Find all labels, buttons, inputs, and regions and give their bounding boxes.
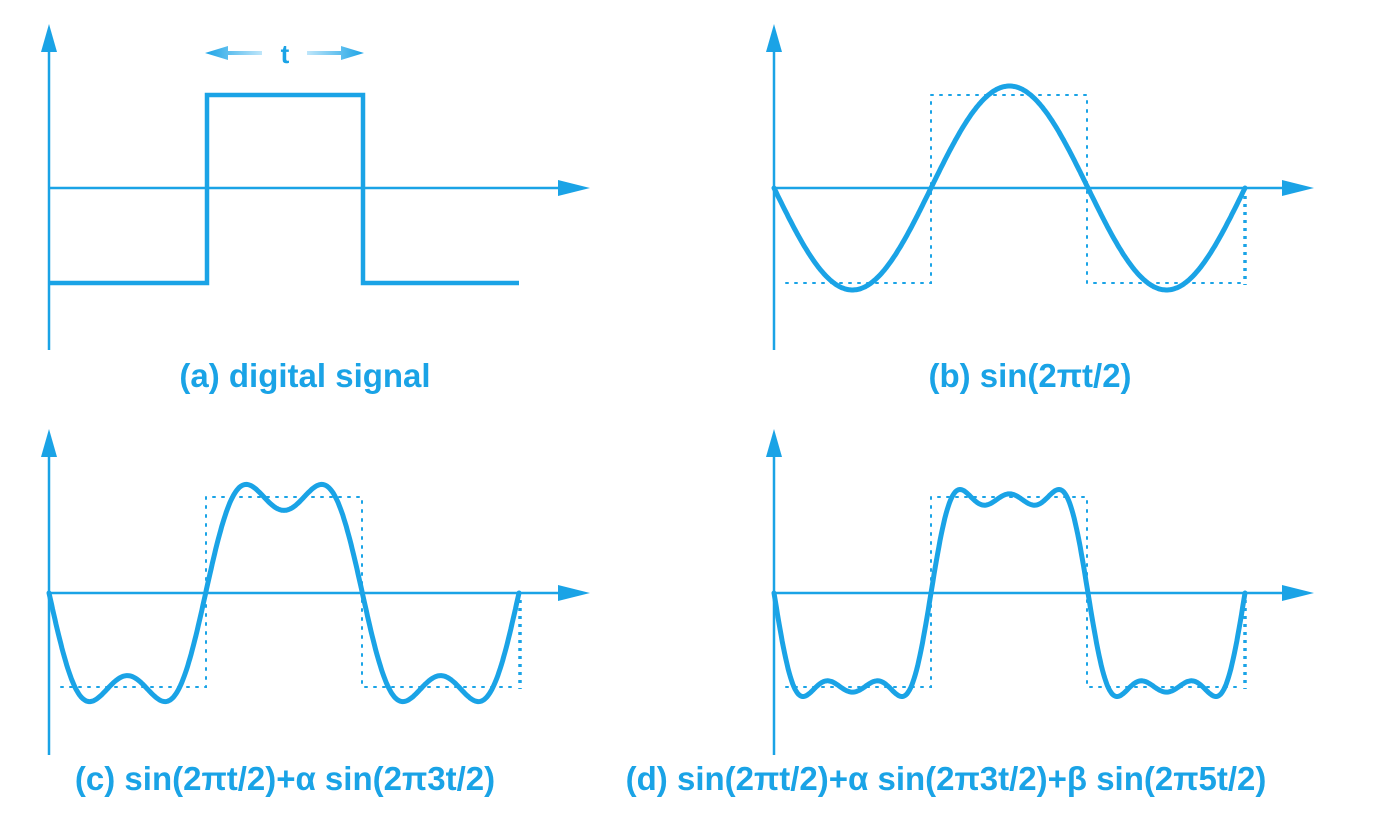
panel-a: t (a) digital signal: [41, 24, 590, 394]
period-dimension: t: [205, 39, 364, 69]
caption-b: (b) sin(2πt/2): [928, 357, 1131, 394]
square-wave: [49, 92, 519, 286]
waveform-b: [771, 83, 1248, 293]
square-guide-c: [60, 496, 519, 688]
period-right-arrow: [307, 46, 364, 60]
caption-d: (d) sin(2πt/2)+α sin(2π3t/2)+β sin(2π5t/…: [626, 760, 1267, 797]
waveform-d: [771, 487, 1248, 699]
y-axis-b: [766, 24, 782, 350]
panel-b: (b) sin(2πt/2): [766, 24, 1314, 394]
x-axis-b: [774, 180, 1314, 196]
square-guide-b: [785, 94, 1244, 284]
y-axis-c: [41, 429, 57, 755]
panel-c: (c) sin(2πt/2)+α sin(2π3t/2): [41, 429, 590, 797]
period-label: t: [281, 39, 290, 69]
caption-c: (c) sin(2πt/2)+α sin(2π3t/2): [75, 760, 495, 797]
x-axis-d: [774, 585, 1314, 601]
waveform-c: [46, 481, 522, 705]
y-axis-a: [41, 24, 57, 350]
x-axis-c: [49, 585, 590, 601]
caption-a: (a) digital signal: [179, 357, 430, 394]
square-guide-d: [785, 496, 1244, 688]
period-left-arrow: [205, 46, 262, 60]
x-axis-a: [49, 180, 590, 196]
panel-d: (d) sin(2πt/2)+α sin(2π3t/2)+β sin(2π5t/…: [626, 429, 1314, 797]
